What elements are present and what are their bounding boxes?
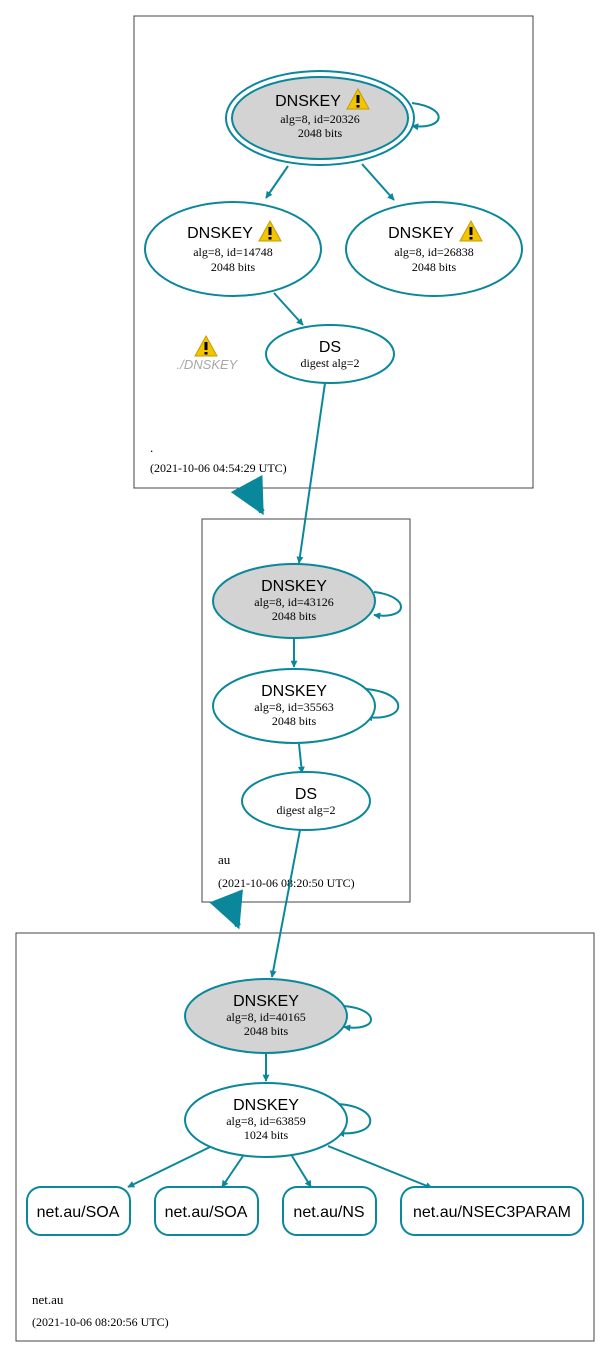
netau-ksk-node[interactable]: DNSKEY alg=8, id=40165 2048 bits [184, 978, 348, 1054]
root-zsk1-title: DNSKEY [187, 225, 253, 242]
zone-root-date: (2021-10-06 04:54:29 UTC) [150, 461, 287, 475]
au-ds-node[interactable]: DS digest alg=2 [241, 771, 371, 831]
au-zsk-line2: 2048 bits [272, 714, 317, 728]
rrset-ns[interactable]: net.au/NS [282, 1186, 377, 1236]
root-zsk1-line2: 2048 bits [211, 260, 256, 274]
edge-root-ksk-zsk2 [361, 163, 395, 201]
root-zsk2-line2: 2048 bits [412, 260, 457, 274]
rrset-nsec3param[interactable]: net.au/NSEC3PARAM [400, 1186, 584, 1236]
netau-zsk-title: DNSKEY [233, 1097, 299, 1114]
root-ds-node[interactable]: DS digest alg=2 [265, 324, 395, 384]
root-ds-title: DS [319, 339, 341, 356]
edge-netau-zsk-ns [291, 1155, 312, 1188]
delegation-arrow-root-au [230, 474, 265, 516]
rrset-label: net.au/SOA [37, 1204, 120, 1221]
root-ksk-line2: 2048 bits [298, 126, 343, 140]
zone-au-date: (2021-10-06 08:20:50 UTC) [218, 876, 355, 890]
zone-netau-name: net.au [32, 1292, 64, 1307]
edge-netau-ksk-self [343, 1005, 372, 1032]
rrset-label: net.au/SOA [165, 1204, 248, 1221]
root-zsk2-line1: alg=8, id=26838 [394, 245, 474, 259]
root-ksk-title: DNSKEY [275, 93, 341, 110]
au-ksk-title: DNSKEY [261, 578, 327, 595]
edge-netau-zsk-soa1 [127, 1146, 211, 1188]
root-zsk2-title: DNSKEY [388, 225, 454, 242]
root-ds-line1: digest alg=2 [300, 356, 359, 370]
au-zsk-title: DNSKEY [261, 683, 327, 700]
au-ksk-line1: alg=8, id=43126 [254, 595, 334, 609]
netau-zsk-line2: 1024 bits [244, 1128, 289, 1142]
edge-au-zsk-ds [297, 743, 305, 774]
netau-ksk-title: DNSKEY [233, 993, 299, 1010]
au-ds-line1: digest alg=2 [276, 803, 335, 817]
netau-ksk-line1: alg=8, id=40165 [226, 1010, 306, 1024]
edge-netau-zsk-nsec3param [327, 1145, 433, 1189]
edge-root-ksk-self [411, 102, 440, 131]
edge-au-ds-netau-ksk [269, 829, 301, 978]
rrset-soa-2[interactable]: net.au/SOA [154, 1186, 259, 1236]
root-zsk1-node[interactable]: DNSKEY alg=8, id=14748 2048 bits [144, 201, 322, 297]
netau-zsk-line1: alg=8, id=63859 [226, 1114, 306, 1128]
au-ksk-line2: 2048 bits [272, 609, 317, 623]
netau-zsk-node[interactable]: DNSKEY alg=8, id=63859 1024 bits [184, 1082, 348, 1158]
root-zsk1-line1: alg=8, id=14748 [193, 245, 273, 259]
edge-au-zsk-self [365, 688, 400, 722]
rrset-label: net.au/NS [293, 1204, 364, 1221]
edge-root-ds-au-ksk [296, 382, 326, 564]
root-zsk2-node[interactable]: DNSKEY alg=8, id=26838 2048 bits [345, 201, 523, 297]
edges [127, 102, 440, 1189]
edge-root-ksk-zsk1 [265, 165, 289, 199]
edge-au-ksk-self [373, 591, 402, 620]
netau-ksk-line2: 2048 bits [244, 1024, 289, 1038]
au-ds-title: DS [295, 786, 317, 803]
ghost-dnskey-label: ./DNSKEY [177, 357, 239, 372]
rrset-label: net.au/NSEC3PARAM [413, 1204, 571, 1221]
edge-netau-zsk-soa2 [221, 1155, 244, 1188]
au-zsk-line1: alg=8, id=35563 [254, 700, 334, 714]
root-ksk-node[interactable]: DNSKEY alg=8, id=20326 2048 bits [225, 70, 415, 166]
delegation-arrow-au-netau [209, 889, 243, 930]
root-ghost-dnskey: ./DNSKEY [177, 335, 239, 372]
zone-netau-date: (2021-10-06 08:20:56 UTC) [32, 1315, 169, 1329]
edge-root-zsk1-ds [273, 292, 304, 326]
au-zsk-node[interactable]: DNSKEY alg=8, id=35563 2048 bits [212, 668, 376, 744]
zone-root-name: . [150, 440, 153, 455]
zone-au-name: au [218, 852, 231, 867]
au-ksk-node[interactable]: DNSKEY alg=8, id=43126 2048 bits [212, 563, 376, 639]
edge-netau-zsk-self [337, 1103, 372, 1138]
rrset-soa-1[interactable]: net.au/SOA [26, 1186, 131, 1236]
root-ksk-line1: alg=8, id=20326 [280, 112, 360, 126]
